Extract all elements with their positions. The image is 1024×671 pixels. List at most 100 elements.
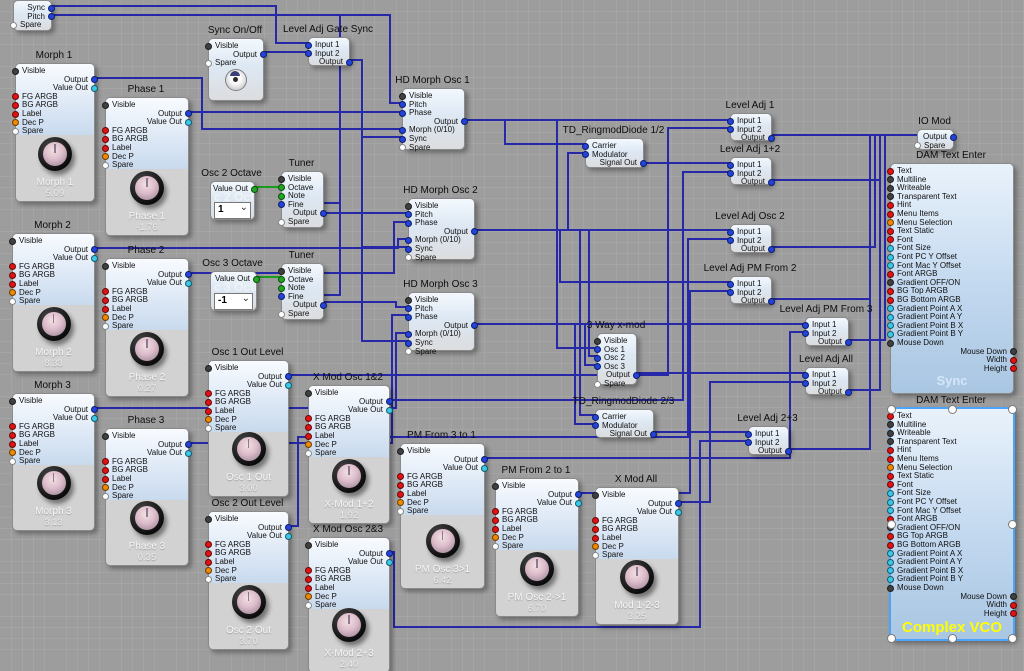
- pin-dot-out[interactable]: [768, 297, 775, 305]
- pin-dot-in[interactable]: [102, 466, 109, 474]
- pin-dot-out[interactable]: [845, 388, 852, 396]
- pin-dot-out[interactable]: [386, 406, 393, 414]
- pin-dot-in[interactable]: [305, 449, 312, 457]
- pin-dot-in[interactable]: [405, 211, 412, 219]
- pin-dot-out[interactable]: [185, 279, 192, 287]
- pin-dot-out[interactable]: [471, 322, 478, 330]
- pin-dot-in[interactable]: [492, 482, 499, 490]
- pin-dot-out[interactable]: [461, 118, 468, 126]
- pin-dot-in[interactable]: [102, 458, 109, 466]
- pin-dot-in[interactable]: [887, 201, 894, 209]
- pin-dot-out[interactable]: [185, 110, 192, 118]
- pin-dot-in[interactable]: [887, 236, 894, 244]
- pin-dot-in[interactable]: [887, 270, 894, 278]
- pin-dot-in[interactable]: [397, 490, 404, 498]
- osc-1-out-level-knob[interactable]: [231, 432, 266, 466]
- selection-handle[interactable]: [887, 520, 896, 529]
- pin-dot-in[interactable]: [102, 296, 109, 304]
- pin-dot-in[interactable]: [887, 429, 894, 437]
- pin-dot-in[interactable]: [594, 363, 601, 371]
- pin-dot-in[interactable]: [492, 542, 499, 550]
- pm-from-3-to-1-knob[interactable]: [425, 524, 460, 558]
- pin-dot-out[interactable]: [768, 245, 775, 253]
- osc-2-octave-octave-select[interactable]: 1⌄: [214, 202, 251, 219]
- pin-dot-in[interactable]: [405, 296, 412, 304]
- pin-dot-out[interactable]: [285, 373, 292, 381]
- pin-dot-in[interactable]: [727, 280, 734, 288]
- pin-dot-out[interactable]: [48, 4, 55, 12]
- pin-dot-out[interactable]: [950, 133, 957, 141]
- pin-dot-out[interactable]: [91, 76, 98, 84]
- pin-dot-in[interactable]: [727, 170, 734, 178]
- pin-dot-in[interactable]: [887, 446, 894, 454]
- pin-dot-in[interactable]: [102, 161, 109, 169]
- pin-dot-in[interactable]: [887, 193, 894, 201]
- pin-dot-in[interactable]: [887, 532, 894, 540]
- pin-dot-in[interactable]: [102, 101, 109, 109]
- pin-dot-in[interactable]: [399, 126, 406, 134]
- pin-dot-in[interactable]: [205, 42, 212, 50]
- pin-dot-in[interactable]: [9, 449, 16, 457]
- pin-dot-in[interactable]: [205, 558, 212, 566]
- pin-dot-in[interactable]: [205, 549, 212, 557]
- pin-dot-in[interactable]: [887, 253, 894, 261]
- pin-dot-in[interactable]: [802, 330, 809, 338]
- pin-dot-in[interactable]: [397, 447, 404, 455]
- pin-dot-in[interactable]: [887, 567, 894, 575]
- pin-dot-out[interactable]: [675, 508, 682, 516]
- pin-dot-in[interactable]: [594, 354, 601, 362]
- pin-dot-in[interactable]: [492, 525, 499, 533]
- pin-dot-in[interactable]: [305, 415, 312, 423]
- pin-dot-in[interactable]: [399, 101, 406, 109]
- pin-dot-in[interactable]: [399, 135, 406, 143]
- pin-dot-in[interactable]: [102, 484, 109, 492]
- pin-dot-in[interactable]: [205, 416, 212, 424]
- pin-dot-in[interactable]: [9, 271, 16, 279]
- pin-dot-in[interactable]: [802, 371, 809, 379]
- pin-dot-in[interactable]: [102, 492, 109, 500]
- pin-dot-out[interactable]: [386, 398, 393, 406]
- osc-3-octave-octave-select[interactable]: -1⌄: [214, 293, 253, 310]
- pin-dot-in[interactable]: [278, 192, 285, 200]
- pin-dot-in[interactable]: [405, 236, 412, 244]
- pin-dot-out[interactable]: [185, 271, 192, 279]
- pin-dot-in[interactable]: [205, 390, 212, 398]
- pin-dot-in[interactable]: [205, 515, 212, 523]
- pin-dot-in[interactable]: [9, 423, 16, 431]
- pin-dot-in[interactable]: [305, 423, 312, 431]
- pin-dot-in[interactable]: [727, 228, 734, 236]
- pin-dot-in[interactable]: [9, 431, 16, 439]
- pin-dot-in[interactable]: [887, 558, 894, 566]
- pin-dot-in[interactable]: [399, 144, 406, 152]
- pin-dot-in[interactable]: [102, 314, 109, 322]
- pin-dot-in[interactable]: [592, 534, 599, 542]
- pin-dot-out[interactable]: [481, 464, 488, 472]
- pin-dot-in[interactable]: [914, 142, 921, 150]
- pin-dot-in[interactable]: [887, 507, 894, 515]
- pin-dot-in[interactable]: [9, 263, 16, 271]
- pin-dot-in[interactable]: [887, 339, 894, 347]
- pin-dot-in[interactable]: [594, 380, 601, 388]
- x-mod-osc-1-2-knob[interactable]: [332, 459, 366, 493]
- pin-dot-in[interactable]: [9, 440, 16, 448]
- pin-dot-in[interactable]: [582, 151, 589, 159]
